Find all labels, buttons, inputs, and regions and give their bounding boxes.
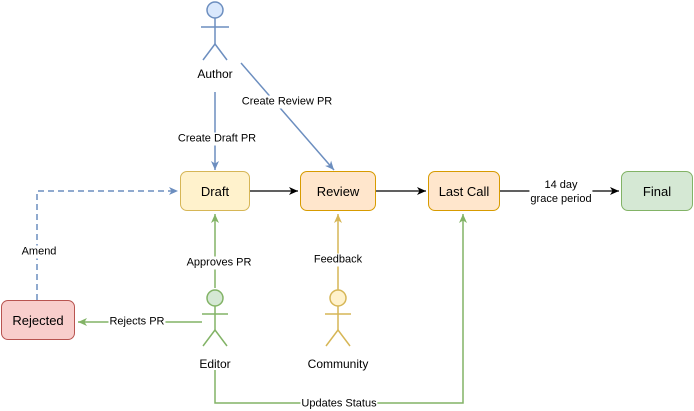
rejects-label: Rejects PR [108, 315, 166, 329]
rejected-node[interactable]: Rejected [1, 300, 75, 340]
create-review-label: Create Review PR [240, 95, 334, 109]
draft-label: Draft [200, 183, 230, 199]
editor-name: Editor [199, 357, 231, 371]
edge-updates-status [214, 214, 467, 404]
amend-label: Amend [20, 245, 58, 259]
review-label: Review [316, 183, 360, 199]
grace-period-label: 14 day grace period [529, 178, 593, 206]
editor-actor-icon [202, 289, 228, 347]
author-name: Author [197, 67, 233, 81]
draft-node[interactable]: Draft [180, 171, 250, 211]
edge-amend [36, 187, 178, 300]
community-name: Community [307, 357, 369, 371]
final-node[interactable]: Final [621, 171, 693, 211]
last-call-label: Last Call [438, 183, 490, 199]
author-actor-icon [201, 1, 229, 61]
feedback-label: Feedback [312, 253, 364, 267]
community-actor-icon [325, 289, 351, 347]
rejected-label: Rejected [12, 312, 64, 328]
edge-create-review [240, 62, 335, 171]
create-draft-label: Create Draft PR [176, 132, 258, 146]
final-label: Final [642, 183, 672, 199]
review-node[interactable]: Review [300, 171, 376, 211]
updates-status-label: Updates Status [300, 397, 378, 411]
approves-label: Approves PR [185, 256, 253, 270]
last-call-node[interactable]: Last Call [428, 171, 500, 211]
